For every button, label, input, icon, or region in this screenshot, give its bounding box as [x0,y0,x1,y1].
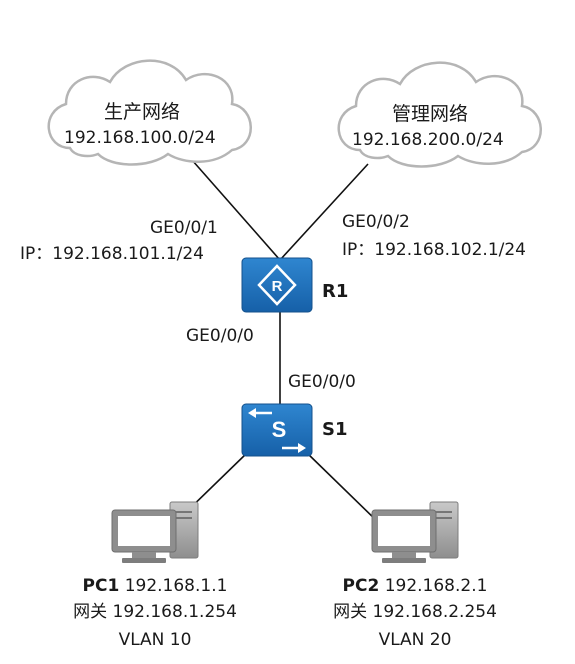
pc2-ip: 192.168.2.1 [384,576,488,596]
cloud-management [337,61,542,168]
switch-name: S1 [322,419,348,440]
pc2-gateway-label: 网关 [333,602,368,622]
pc2-icon [371,501,459,563]
pc1-label-line1: PC1 192.168.1.1 [40,576,270,596]
pc1-gateway: 192.168.1.254 [112,602,237,622]
pc2-name: PC2 [342,576,380,596]
router-port-left-ip: IP：192.168.101.1/24 [20,244,204,264]
pc1-icon [111,501,199,563]
router-port-left: GE0/0/1 [150,218,218,238]
pc2-gateway: 192.168.2.254 [372,602,497,622]
cloud-production [47,59,252,166]
cloud1-name: 生产网络 [104,101,181,123]
router-port-down: GE0/0/0 [186,326,254,346]
cloud1-subnet: 192.168.100.0/24 [64,128,216,148]
router-port-right-ip: IP：192.168.102.1/24 [342,240,526,260]
pc1-ip: 192.168.1.1 [124,576,228,596]
pc2-vlan: VLAN 20 [378,630,452,650]
router-icon: R [241,257,313,313]
switch-icon: S [241,403,313,457]
router-port-right: GE0/0/2 [342,212,410,232]
pc1-label-line2: 网关 192.168.1.254 [40,602,270,622]
link-cloud2-router [279,163,369,261]
cloud2-name: 管理网络 [392,103,469,125]
pc1-vlan: VLAN 10 [118,630,192,650]
cloud2-subnet: 192.168.200.0/24 [352,130,504,150]
router-name: R1 [322,281,349,302]
pc2-label-line1: PC2 192.168.2.1 [300,576,530,596]
svg-text:S: S [272,417,287,442]
switch-port-up: GE0/0/0 [288,372,356,392]
pc2-label-line2: 网关 192.168.2.254 [300,602,530,622]
svg-text:R: R [272,278,283,295]
pc1-gateway-label: 网关 [73,602,108,622]
link-switch-pc2 [305,451,381,525]
pc1-name: PC1 [82,576,120,596]
link-cloud1-router [191,159,281,261]
